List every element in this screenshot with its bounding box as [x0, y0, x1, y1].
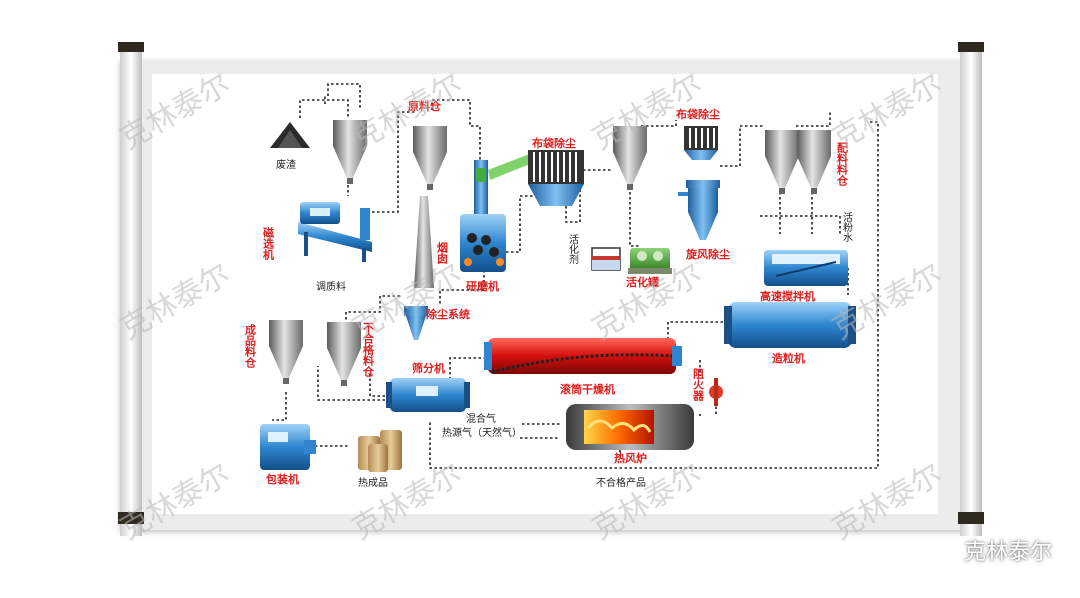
label-granulator: 造粒机	[772, 351, 805, 365]
wechat-icon	[923, 537, 957, 562]
bag-filter-right-icon	[684, 126, 718, 160]
label-hot-air-furnace: 热风炉	[614, 451, 647, 465]
packing-machine-icon	[260, 424, 316, 470]
right-scroll-rod	[958, 42, 984, 536]
flame-arrester-icon	[709, 378, 723, 406]
label-screener: 筛分机	[412, 361, 445, 375]
label-aging-silo: 调质料	[316, 280, 346, 293]
label-bags: 热成品	[358, 476, 388, 489]
label-cyclone: 旋风除尘	[685, 247, 730, 261]
label-ingredient-silo: 配料料仓	[836, 141, 850, 187]
brand-name: 克林泰尔	[963, 540, 1052, 565]
label-activator: 活化剂	[567, 234, 579, 265]
rotary-dryer-icon	[484, 338, 682, 374]
left-scroll-rod	[118, 42, 144, 536]
label-slag: 废渣	[276, 158, 296, 171]
label-flame-arrester: 阻火器	[692, 367, 706, 402]
label-product-silo: 成品料仓	[244, 323, 258, 369]
activator-tank-icon	[591, 247, 621, 271]
label-reject-return: 不合格产品	[596, 476, 646, 489]
product-bags-icon	[358, 430, 402, 472]
screener-icon	[386, 378, 470, 412]
label-packer: 包装机	[265, 472, 299, 486]
chimney-icon	[414, 196, 434, 288]
activation-pot-icon	[628, 248, 672, 274]
granulator-icon	[724, 302, 856, 348]
slag-pile-icon	[270, 122, 310, 148]
label-mixed-gas: 混合气	[466, 412, 496, 425]
dust-system-cyclone-icon	[404, 306, 428, 340]
cyclone-icon	[678, 180, 720, 240]
label-dryer: 滚筒干燥机	[560, 382, 615, 396]
bag-filter-top-icon	[528, 150, 584, 206]
brand-badge: 克林泰尔	[923, 534, 1052, 566]
label-bag-dust-right: 布袋除尘	[676, 107, 720, 121]
hot-air-furnace-icon	[566, 404, 694, 450]
label-water: 活粉水	[841, 212, 853, 242]
label-reject-silo: 不合格料仓	[362, 322, 376, 378]
label-raw-silo: 原料仓	[408, 99, 442, 113]
magnetic-separator-icon	[298, 202, 372, 262]
label-high-speed-mixer: 高速搅拌机	[760, 289, 815, 303]
label-grinder: 研磨机	[466, 279, 499, 293]
label-bag-dust-top: 布袋除尘	[532, 136, 576, 150]
grinder-icon	[460, 150, 540, 272]
label-chimney: 烟囱	[436, 241, 449, 265]
label-dust-system: 除尘系统	[426, 307, 470, 321]
label-magnetic-separator: 磁选机	[262, 226, 275, 261]
label-fuel-gas: 热源气（天然气）	[442, 426, 522, 439]
label-activation-pot: 活化罐	[626, 275, 659, 289]
high-speed-mixer-icon	[764, 250, 848, 286]
